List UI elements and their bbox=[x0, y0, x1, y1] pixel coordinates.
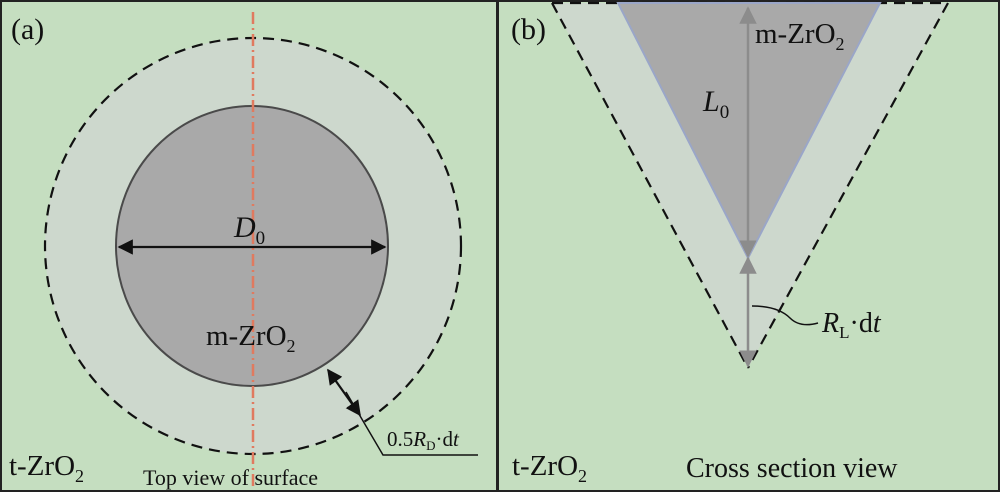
growth-leader-line bbox=[345, 391, 478, 456]
wedge-right-dashed-edge bbox=[747, 2, 949, 369]
diameter-label: D0 bbox=[233, 211, 265, 249]
length-label: L0 bbox=[702, 85, 729, 123]
wedge-left-dashed-edge bbox=[551, 2, 749, 369]
tetragonal-label-a: t-ZrO2 bbox=[9, 450, 84, 486]
growth-label-a: 0.5RD·dt bbox=[387, 427, 460, 453]
panel-a: (a) D0 m-ZrO2 0.5RD·dt t-ZrO2 Top view o… bbox=[0, 0, 498, 492]
growth-label-b: RL·dt bbox=[821, 308, 882, 342]
tetragonal-label-b: t-ZrO2 bbox=[512, 450, 587, 486]
caption-cross-section: Cross section view bbox=[686, 453, 898, 484]
panel-a-tag: (a) bbox=[11, 13, 44, 46]
panel-b-tag: (b) bbox=[511, 13, 546, 46]
growth-leader-curve bbox=[751, 305, 819, 326]
panel-b: (b) m-ZrO2 L0 RL·dt t-ZrO2 Cross section… bbox=[497, 0, 1000, 492]
monoclinic-label-b: m-ZrO2 bbox=[755, 18, 845, 54]
monoclinic-label-a: m-ZrO2 bbox=[206, 320, 296, 356]
caption-top-view: Top view of surface bbox=[143, 465, 318, 490]
